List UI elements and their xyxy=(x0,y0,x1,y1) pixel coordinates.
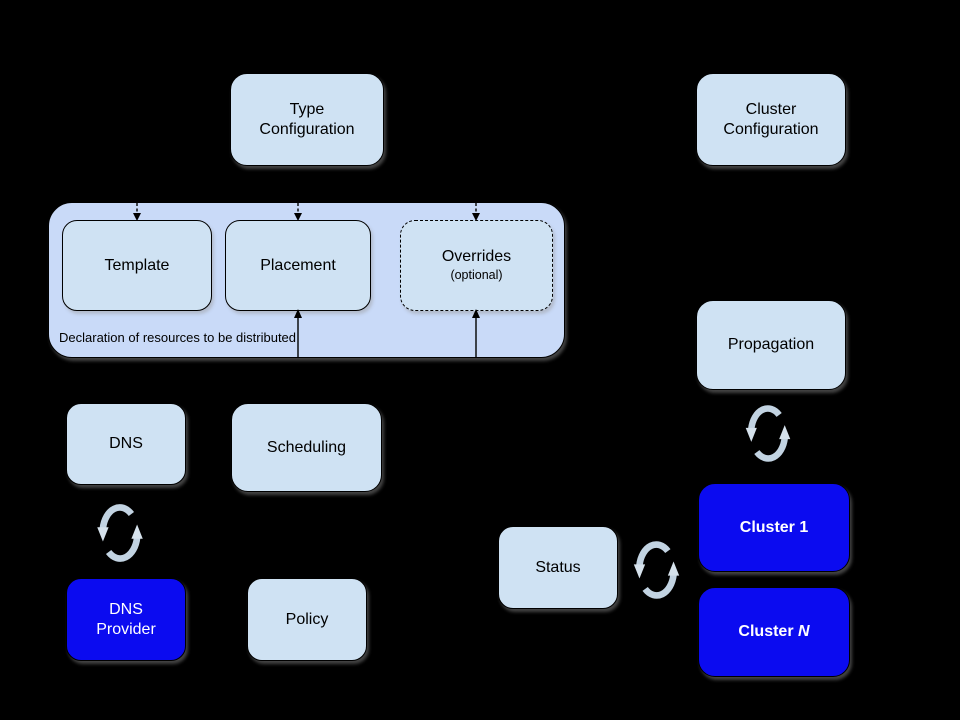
cluster-n-suffix: N xyxy=(798,623,810,640)
type-configuration-node: Type Configuration xyxy=(230,73,384,166)
dns-label: DNS xyxy=(109,435,143,452)
cluster-1-label: Cluster 1 xyxy=(739,518,809,536)
cluster-n-prefix: Cluster xyxy=(738,623,794,640)
status-node: Status xyxy=(498,526,618,609)
policy-label: Policy xyxy=(285,610,329,628)
overrides-sublabel: (optional) xyxy=(450,268,503,283)
cluster-n-label: Cluster N xyxy=(738,622,809,642)
dns-node: DNS xyxy=(66,403,186,485)
cluster-1-node: Cluster 1 xyxy=(698,483,850,572)
cluster-configuration-label: Cluster Configuration xyxy=(723,100,819,138)
sync-rotate-icon xyxy=(630,533,683,607)
placement-label: Placement xyxy=(260,256,336,274)
overrides-node: Overrides (optional) xyxy=(400,220,553,311)
type-configuration-label: Type Configuration xyxy=(259,100,355,138)
sync-rotate-icon xyxy=(742,397,794,470)
sync-rotate-icon xyxy=(93,496,147,570)
propagation-label: Propagation xyxy=(727,336,815,353)
dns-provider-label: DNS Provider xyxy=(96,600,156,638)
policy-node: Policy xyxy=(247,578,367,661)
template-node: Template xyxy=(62,220,212,311)
scheduling-node: Scheduling xyxy=(231,403,382,492)
dns-provider-node: DNS Provider xyxy=(66,578,186,661)
scheduling-label: Scheduling xyxy=(266,438,347,456)
propagation-node: Propagation xyxy=(696,300,846,390)
status-label: Status xyxy=(535,558,581,576)
template-label: Template xyxy=(104,256,170,274)
cluster-n-node: Cluster N xyxy=(698,587,850,677)
placement-node: Placement xyxy=(225,220,371,311)
declaration-caption: Declaration of resources to be distribut… xyxy=(59,330,297,345)
overrides-label: Overrides xyxy=(441,248,512,266)
cluster-configuration-node: Cluster Configuration xyxy=(696,73,846,166)
